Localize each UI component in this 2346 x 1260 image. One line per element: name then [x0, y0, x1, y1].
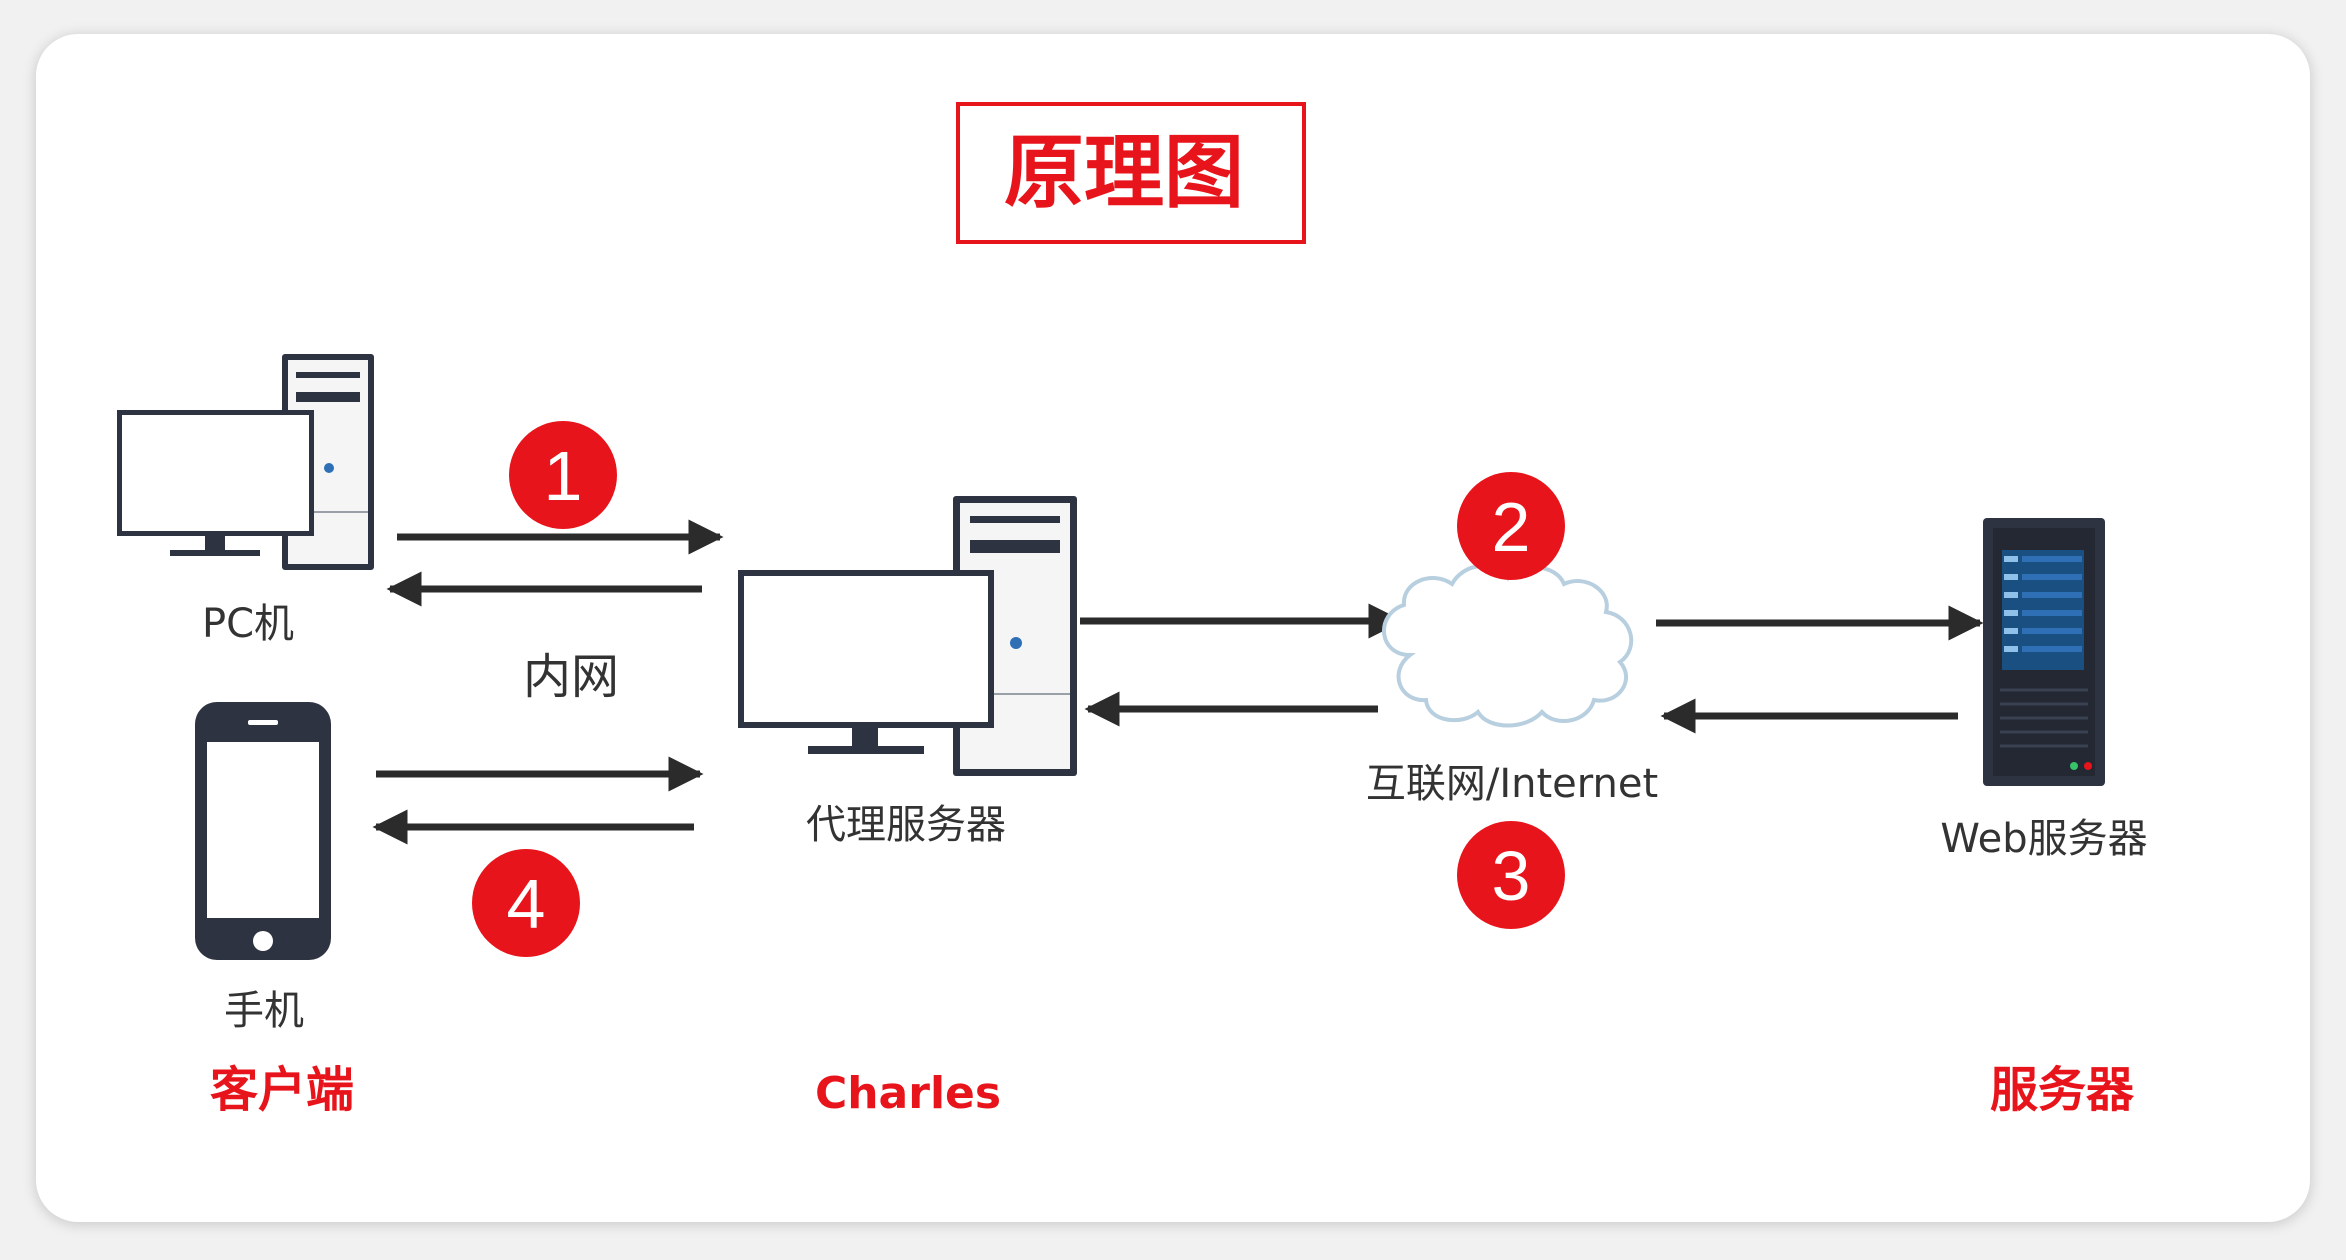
phone-label: 手机	[224, 988, 304, 1034]
section-client: 客户端	[210, 1062, 354, 1118]
section-charles: Charles	[815, 1068, 1001, 1119]
cloud-icon	[1382, 563, 1634, 728]
proxy-label: 代理服务器	[806, 802, 1006, 848]
step-4-badge: 4	[472, 849, 580, 957]
step-3-badge: 3	[1457, 821, 1565, 929]
title-box: 原理图	[956, 102, 1306, 244]
step-1-badge: 1	[509, 421, 617, 529]
proxy-server-icon	[738, 496, 1077, 776]
web-server-icon	[1983, 518, 2105, 786]
web-server-label: Web服务器	[1940, 816, 2147, 862]
pc-label: PC机	[202, 601, 294, 647]
phone-icon	[195, 702, 331, 960]
step-4-number: 4	[507, 865, 546, 943]
diagram-title: 原理图	[1004, 126, 1244, 219]
step-2-number: 2	[1492, 488, 1531, 566]
pc-icon	[117, 354, 374, 570]
section-server: 服务器	[1990, 1062, 2135, 1118]
step-1-number: 1	[544, 437, 583, 515]
internet-label: 互联网/Internet	[1366, 761, 1658, 807]
step-3-number: 3	[1492, 837, 1531, 915]
step-2-badge: 2	[1457, 472, 1565, 580]
lan-label: 内网	[523, 649, 619, 705]
